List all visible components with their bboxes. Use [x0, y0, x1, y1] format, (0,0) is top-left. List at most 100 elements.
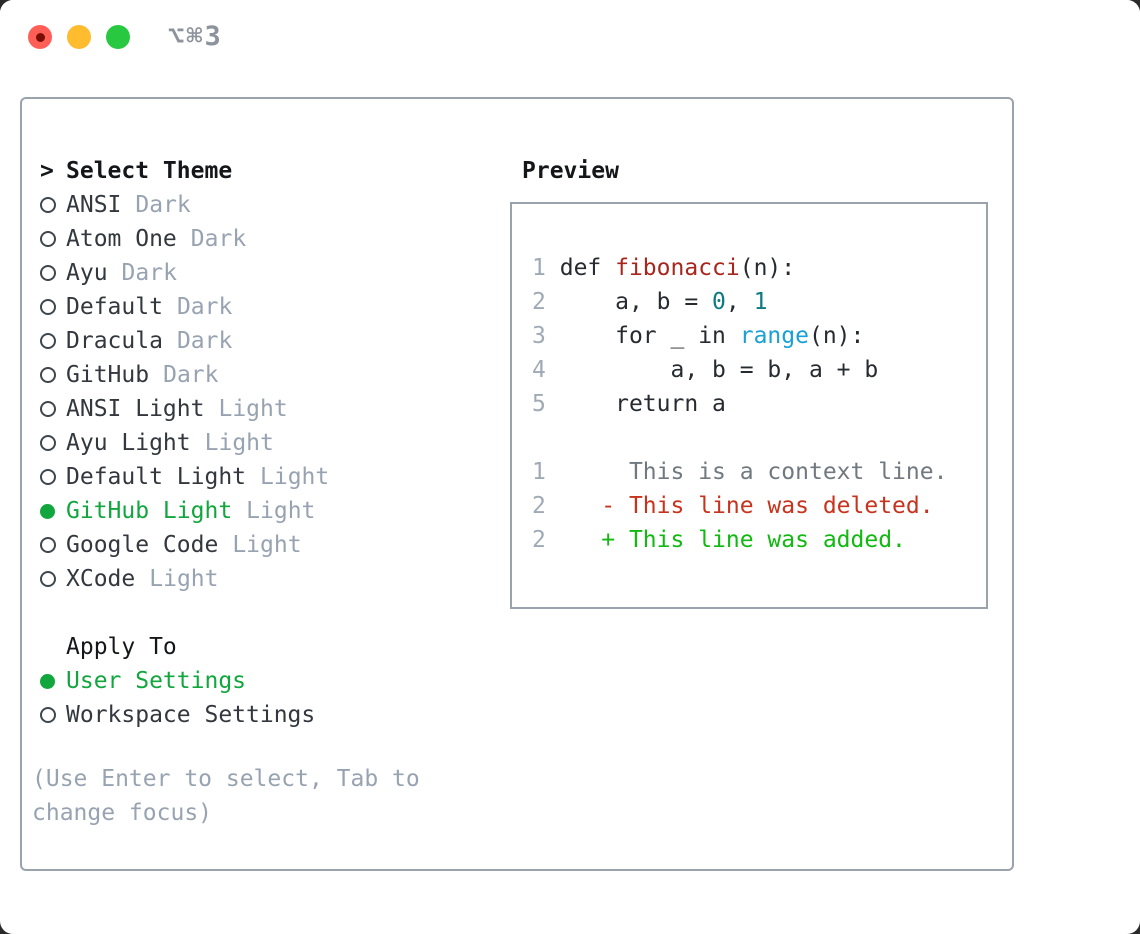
- radio-icon: [40, 231, 56, 247]
- select-theme-title: Select Theme: [66, 158, 233, 184]
- item-label: Default: [66, 294, 163, 320]
- token-code: (n):: [808, 323, 865, 349]
- item-label: ANSI: [66, 192, 122, 218]
- variant-tag: Light: [246, 498, 316, 524]
- apply-option-workspace-settings[interactable]: Workspace Settings: [40, 698, 490, 732]
- code-line: 2 + This line was added.: [532, 523, 986, 557]
- item-label: GitHub Light: [66, 498, 233, 524]
- token-num: 0: [712, 289, 726, 315]
- apply-option-user-settings[interactable]: User Settings: [40, 664, 490, 698]
- item-label: Google Code: [66, 532, 219, 558]
- close-dot-icon: [35, 32, 45, 42]
- token-code: (n):: [739, 255, 796, 281]
- theme-item-ayu[interactable]: Ayu Dark: [40, 256, 490, 290]
- line-number: 5: [532, 391, 546, 417]
- theme-item-atom-one[interactable]: Atom One Dark: [40, 222, 490, 256]
- preview-title: Preview: [522, 158, 619, 184]
- radio-icon: [40, 401, 56, 417]
- variant-tag: Light: [260, 464, 330, 490]
- variant-tag: Light: [204, 430, 274, 456]
- token-func: fibonacci: [615, 255, 740, 281]
- theme-item-dracula[interactable]: Dracula Dark: [40, 324, 490, 358]
- variant-tag: Dark: [163, 362, 219, 388]
- token-code: a, b =: [559, 289, 713, 315]
- radio-icon: [40, 435, 56, 451]
- variant-tag: Dark: [176, 328, 233, 354]
- tab-shortcut-label: ⌥⌘3: [168, 21, 223, 52]
- radio-selected-icon: [40, 673, 55, 689]
- theme-item-default[interactable]: Default Dark: [40, 290, 490, 324]
- token-added: + This line was added.: [559, 527, 906, 553]
- item-label: Ayu Light: [66, 430, 191, 456]
- theme-item-default-light[interactable]: Default Light Light: [40, 460, 490, 494]
- variant-tag: Light: [218, 396, 288, 422]
- token-code: for _ in: [559, 323, 740, 349]
- theme-item-ansi-light[interactable]: ANSI Light Light: [40, 392, 490, 426]
- hint-text: (Use Enter to select, Tab to change focu…: [32, 766, 420, 826]
- code-line: 5 return a: [532, 387, 986, 421]
- item-label: Dracula: [66, 328, 163, 354]
- close-button[interactable]: [28, 25, 52, 49]
- token-num: 1: [753, 289, 768, 315]
- theme-item-google-code[interactable]: Google Code Light: [40, 528, 490, 562]
- radio-icon: [40, 197, 56, 213]
- apply-to-title: Apply To: [66, 634, 177, 660]
- item-label: Atom One: [66, 226, 177, 252]
- titlebar: ⌥⌘3: [0, 0, 1140, 97]
- radio-icon: [40, 707, 56, 723]
- code-line: 1 def fibonacci(n):: [532, 251, 986, 285]
- token-builtin: range: [739, 323, 809, 349]
- radio-icon: [40, 469, 56, 485]
- maximize-button[interactable]: [106, 25, 130, 49]
- code-block: 1 def fibonacci(n): 2 a, b = 0, 1 3 for _ …: [512, 204, 986, 557]
- variant-tag: Dark: [121, 260, 177, 286]
- token-code: a, b = b, a + b: [559, 357, 879, 383]
- theme-item-ansi[interactable]: ANSI Dark: [40, 188, 490, 222]
- code-line: 3 for _ in range(n):: [532, 319, 986, 353]
- code-line: 1 This is a context line.: [532, 455, 986, 489]
- line-number: 2: [532, 289, 546, 315]
- code-line: [532, 421, 986, 455]
- radio-icon: [40, 299, 56, 315]
- code-line: 4 a, b = b, a + b: [532, 353, 986, 387]
- token-code: return a: [559, 391, 726, 417]
- theme-item-github[interactable]: GitHub Dark: [40, 358, 490, 392]
- prompt-caret-icon: >: [40, 158, 54, 184]
- preview-code-box: 1 def fibonacci(n): 2 a, b = 0, 1 3 for _ …: [510, 202, 988, 609]
- token-code: ,: [725, 289, 754, 315]
- theme-item-ayu-light[interactable]: Ayu Light Light: [40, 426, 490, 460]
- item-label: Workspace Settings: [66, 702, 316, 728]
- minimize-button[interactable]: [67, 25, 91, 49]
- radio-icon: [40, 571, 56, 587]
- variant-tag: Dark: [135, 192, 191, 218]
- line-number: 2: [532, 527, 546, 553]
- variant-tag: Light: [232, 532, 302, 558]
- line-number: [532, 425, 546, 451]
- variant-tag: Dark: [190, 226, 247, 252]
- item-label: Default Light: [66, 464, 247, 490]
- radio-selected-icon: [40, 503, 55, 519]
- item-label: Ayu: [66, 260, 108, 286]
- select-theme-header: > Select Theme: [40, 154, 490, 188]
- line-number: 2: [532, 493, 546, 519]
- radio-icon: [40, 537, 56, 553]
- item-label: User Settings: [66, 668, 247, 694]
- radio-icon: [40, 333, 56, 349]
- item-label: GitHub: [66, 362, 150, 388]
- line-number: 1: [532, 255, 546, 281]
- token-deleted: - This line was deleted.: [559, 493, 934, 519]
- item-label: ANSI Light: [66, 396, 205, 422]
- radio-icon: [40, 367, 56, 383]
- line-number: 3: [532, 323, 546, 349]
- preview-column: Preview 1 def fibonacci(n): 2 a, b = 0, 1…: [510, 154, 996, 609]
- item-label: XCode: [66, 566, 136, 592]
- theme-item-github-light[interactable]: GitHub Light Light: [40, 494, 490, 528]
- radio-icon: [40, 265, 56, 281]
- variant-tag: Dark: [176, 294, 233, 320]
